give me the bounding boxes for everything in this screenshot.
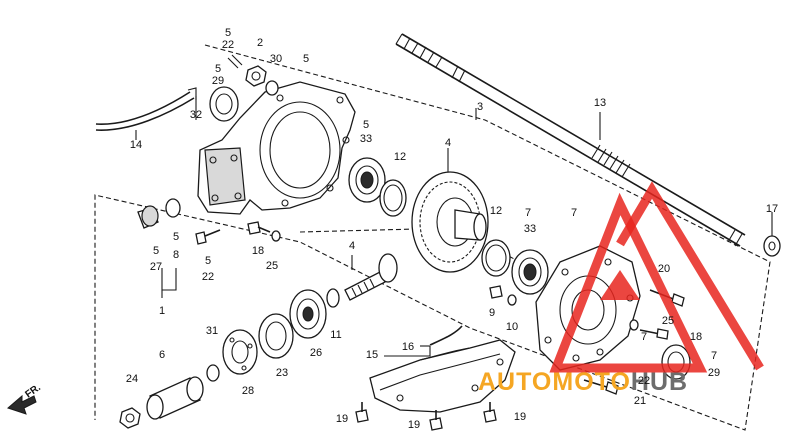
part-number-label: 9 bbox=[489, 307, 495, 319]
part-number-label: 2 bbox=[257, 37, 263, 49]
part-number-label: 23 bbox=[276, 367, 288, 379]
part-number-label: 12 bbox=[394, 151, 406, 163]
part-number-label: 5 bbox=[173, 231, 179, 243]
part-number-label: 17 bbox=[766, 203, 778, 215]
part-number-label: 29 bbox=[708, 367, 720, 379]
part-number-label: 26 bbox=[310, 347, 322, 359]
gear-case-cover-7 bbox=[535, 245, 641, 371]
universal-joint-6 bbox=[146, 376, 204, 420]
part-number-label: 25 bbox=[662, 315, 674, 327]
part-number-label: 22 bbox=[202, 271, 214, 283]
part-number-label: 19 bbox=[514, 411, 526, 423]
nut-24 bbox=[119, 407, 141, 429]
part-number-label: 16 bbox=[402, 341, 414, 353]
hose-16 bbox=[429, 325, 463, 346]
watermark-text-moto: MOTO bbox=[552, 368, 631, 396]
part-number-label: 7 bbox=[525, 207, 531, 219]
o-ring-31 bbox=[206, 364, 220, 382]
axle-shaft bbox=[395, 33, 746, 247]
washer-25 bbox=[629, 319, 639, 331]
part-number-label: 15 bbox=[366, 349, 378, 361]
part-number-label: 24 bbox=[126, 373, 138, 385]
direction-indicator: FR. bbox=[7, 382, 43, 415]
washer-10 bbox=[507, 294, 517, 306]
part-number-label: 5 bbox=[303, 53, 309, 65]
part-number-label: 7 bbox=[711, 350, 717, 362]
part-number-label: 4 bbox=[349, 240, 355, 252]
part-number-label: 3 bbox=[477, 101, 483, 113]
breather-tube-14 bbox=[95, 87, 197, 131]
washer-30 bbox=[265, 80, 279, 96]
part-number-label: 1 bbox=[159, 305, 165, 317]
part-number-label: 21 bbox=[634, 395, 646, 407]
part-number-label: 25 bbox=[266, 260, 278, 272]
bearing-33-a bbox=[348, 157, 386, 203]
bearing-23 bbox=[258, 313, 294, 359]
ring-gear-4 bbox=[411, 171, 489, 273]
bolt-19-a bbox=[355, 402, 369, 423]
bolt-9 bbox=[489, 285, 503, 299]
stud-bolt-22 bbox=[195, 229, 221, 245]
part-number-label: 13 bbox=[594, 97, 606, 109]
washer-25-left bbox=[271, 230, 281, 242]
part-number-label: 33 bbox=[524, 223, 536, 235]
pinion-gear-4 bbox=[344, 253, 398, 301]
part-number-label: 11 bbox=[330, 329, 341, 341]
leader-lines bbox=[135, 96, 773, 357]
watermark-text-auto: AUTO bbox=[478, 368, 552, 396]
oil-seal-29 bbox=[209, 86, 239, 122]
part-number-label: 10 bbox=[506, 321, 518, 333]
shim-11 bbox=[326, 288, 340, 308]
gear-case-housing bbox=[197, 81, 356, 215]
part-number-label: 5 bbox=[205, 255, 211, 267]
watermark-logo: AUTOMOTOHUB bbox=[478, 181, 764, 396]
part-number-label: 22 bbox=[638, 375, 650, 387]
bolt-18 bbox=[639, 328, 669, 340]
part-number-label: 28 bbox=[242, 385, 254, 397]
part-number-label: 22 bbox=[222, 39, 234, 51]
part-number-label: 29 bbox=[212, 75, 224, 87]
part-number-label: 19 bbox=[336, 413, 348, 425]
part-number-label: 7 bbox=[571, 207, 577, 219]
part-number-label: 32 bbox=[190, 109, 202, 121]
part-number-label: 5 bbox=[215, 63, 221, 75]
part-number-label: 31 bbox=[206, 325, 218, 337]
part-number-label: 12 bbox=[490, 205, 502, 217]
direction-label: FR. bbox=[23, 382, 43, 400]
bolt-19-b bbox=[429, 410, 443, 431]
bearing-33-b bbox=[511, 249, 549, 295]
svg-text:AUTOMOTOHUB: AUTOMOTOHUB bbox=[478, 368, 688, 396]
shim-12-b bbox=[481, 239, 511, 277]
part-number-label: 30 bbox=[270, 53, 282, 65]
part-number-label: 19 bbox=[408, 419, 420, 431]
watermark-text-hub: HUB bbox=[631, 368, 688, 396]
part-number-label: 18 bbox=[252, 245, 264, 257]
part-number-label: 6 bbox=[159, 349, 165, 361]
shim-12-a bbox=[379, 179, 407, 217]
bearing-26 bbox=[289, 289, 327, 339]
skid-plate-15 bbox=[369, 339, 516, 413]
bearing-holder-28 bbox=[222, 329, 258, 375]
part-number-label: 18 bbox=[690, 331, 702, 343]
part-number-label: 20 bbox=[658, 263, 670, 275]
nut-2 bbox=[245, 65, 267, 87]
washer-17 bbox=[763, 235, 781, 257]
part-number-label: 5 bbox=[363, 119, 369, 131]
bolt-22 bbox=[583, 379, 619, 395]
collar-8 bbox=[165, 198, 181, 218]
bolt-18-left bbox=[247, 221, 271, 235]
seal-27 bbox=[137, 205, 159, 229]
part-number-label: 27 bbox=[150, 261, 162, 273]
bolt-22-top bbox=[227, 54, 243, 69]
part-number-label: 8 bbox=[173, 249, 179, 261]
part-number-label: 14 bbox=[130, 139, 142, 151]
part-number-label: 7 bbox=[641, 331, 647, 343]
part-number-label: 5 bbox=[225, 27, 231, 39]
bolt-19-c bbox=[483, 402, 497, 423]
part-number-label: 4 bbox=[445, 137, 451, 149]
part-number-label: 5 bbox=[153, 245, 159, 257]
part-number-label: 33 bbox=[360, 133, 372, 145]
